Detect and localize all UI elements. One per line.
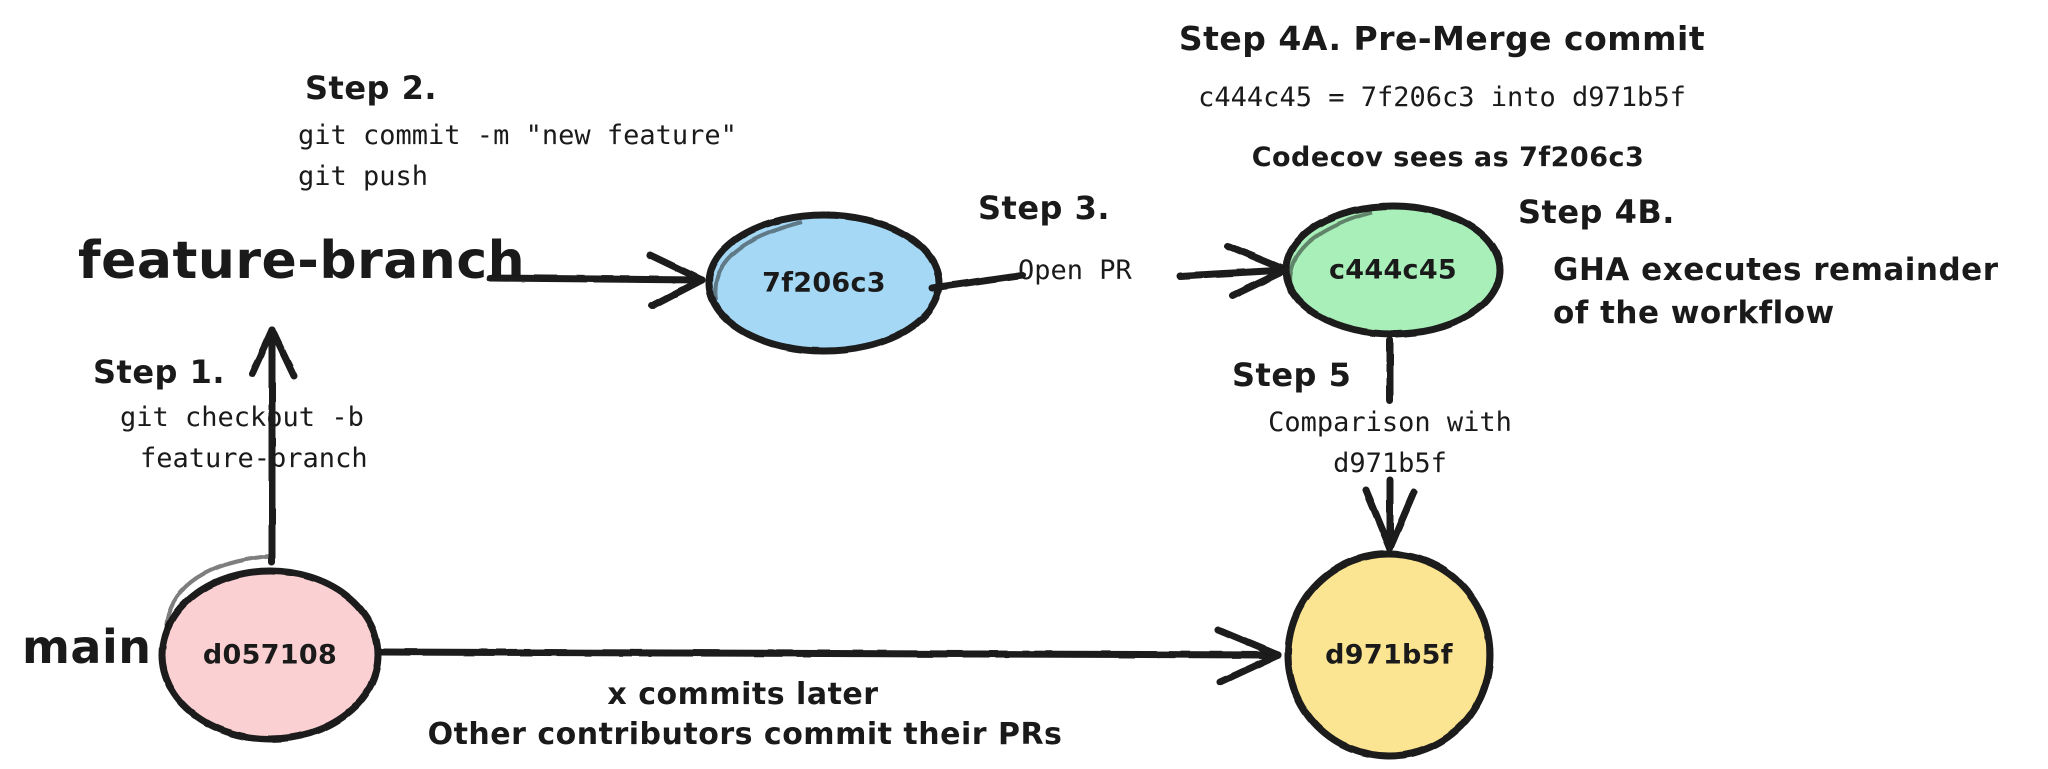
step4b-heading: Step 4B.	[1518, 193, 1675, 231]
step4a-line-1: c444c45 = 7f206c3 into d971b5f	[1198, 82, 1686, 113]
step2-line-1: git commit -m "new feature"	[298, 120, 737, 151]
step4b-line-2: of the workflow	[1553, 295, 1835, 331]
main-flow-annotation-line-1: x commits later	[607, 677, 879, 712]
step5-heading: Step 5	[1232, 356, 1352, 394]
step3-line-1: Open PR	[1018, 255, 1132, 286]
main-flow-annotation-line-2: Other contributors commit their PRs	[427, 717, 1063, 752]
step1-line-2: feature-branch	[140, 443, 368, 474]
step4a-heading: Step 4A. Pre-Merge commit	[1178, 19, 1706, 58]
node-label-7f206c3: 7f206c3	[762, 267, 886, 299]
branch-label-feature: feature-branch	[78, 231, 526, 291]
step1-line-1: git checkout -b	[120, 402, 364, 433]
edge-7f206c3-to-c444c45	[928, 242, 1290, 300]
branch-label-main: main	[22, 620, 152, 674]
edge-c444c45-to-d971b5f	[1362, 336, 1418, 552]
edge-main-to-feature	[248, 326, 298, 566]
node-d971b5f[interactable]	[1284, 550, 1494, 760]
step4b-line-1: GHA executes remainder	[1553, 252, 1999, 288]
step2-line-2: git push	[298, 161, 429, 192]
step3-heading: Step 3.	[978, 189, 1111, 227]
step1-heading: Step 1.	[93, 353, 226, 391]
node-label-c444c45: c444c45	[1328, 254, 1458, 286]
step4a-line-2: Codecov sees as 7f206c3	[1251, 142, 1645, 173]
edge-main-long	[374, 626, 1282, 686]
step5-line-2: d971b5f	[1333, 448, 1447, 479]
node-label-d971b5f: d971b5f	[1325, 639, 1453, 671]
step5-line-1: Comparison with	[1268, 407, 1512, 438]
node-7f206c3[interactable]	[705, 211, 943, 355]
node-label-d057108: d057108	[202, 639, 338, 671]
edge-feature-to-7f206c3	[486, 251, 706, 310]
step2-heading: Step 2.	[305, 69, 438, 107]
